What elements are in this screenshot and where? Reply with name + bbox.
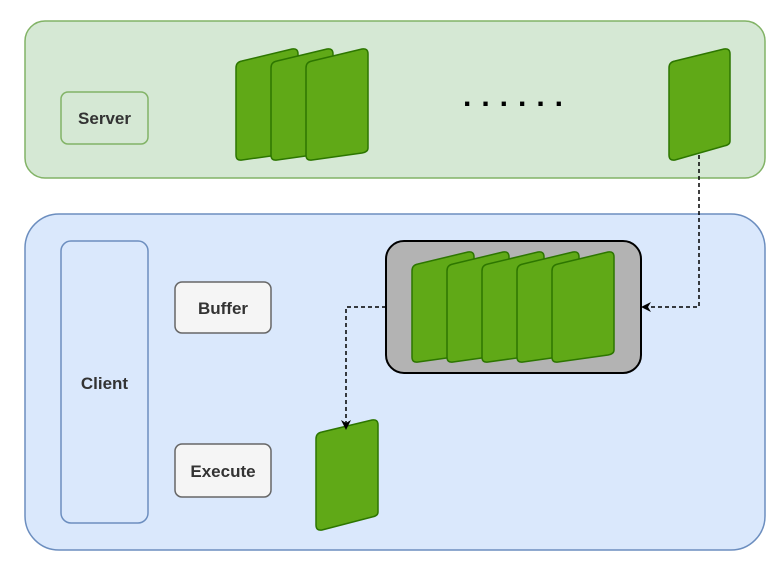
ellipsis-text: ...... [463, 80, 573, 113]
server-card [305, 48, 369, 161]
arrow-server-to-buffer [641, 155, 700, 312]
execute-card [315, 419, 379, 531]
buffer-card [551, 251, 615, 363]
buffer-label: Buffer [198, 299, 248, 318]
server-card-stack [235, 48, 369, 161]
server-label-box: Server [60, 91, 149, 145]
client-label-box: Client [60, 240, 149, 524]
server-lane [24, 20, 766, 179]
arrow-buffer-to-execute [341, 306, 386, 430]
client-label: Client [81, 374, 129, 393]
server-label: Server [78, 109, 131, 128]
execute-label: Execute [190, 462, 255, 481]
buffer-label-box: Buffer [174, 281, 272, 334]
execute-label-box: Execute [174, 443, 272, 498]
server-single-card [668, 48, 731, 161]
buffer-card-stack [411, 251, 615, 363]
